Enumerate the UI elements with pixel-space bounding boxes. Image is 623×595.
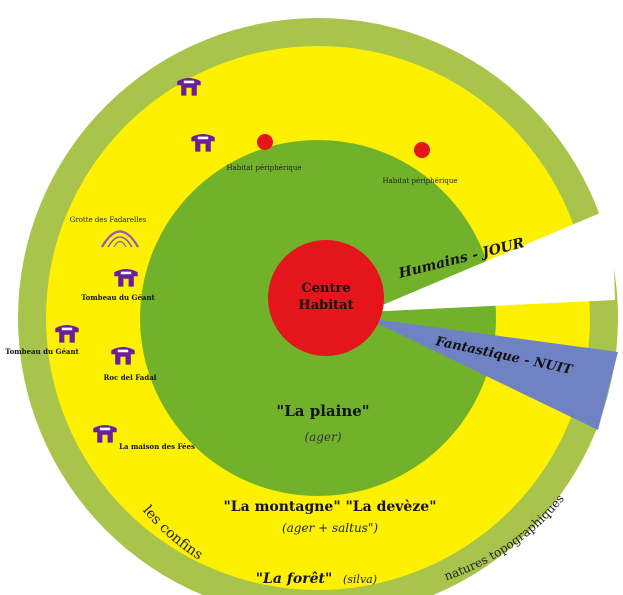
wedge-humains-jour: [366, 208, 615, 312]
peripheral-label-2: Habitat périphérique: [382, 177, 457, 185]
centre-label-line2: Habitat: [298, 298, 353, 313]
plaine-subtitle: (ager): [304, 430, 341, 444]
centre-label-line1: Centre: [301, 281, 350, 296]
peripheral-dot-2: [414, 142, 430, 158]
centre-habitat: [268, 240, 384, 356]
foret-title: "La forêt": [256, 571, 333, 587]
montagne-subtitle: (ager + saltus"): [282, 521, 378, 535]
wedge-fantastique-nuit: [366, 318, 618, 430]
peripheral-dot-1: [257, 134, 273, 150]
site-label-tombeau-2: Tombeau du Géant: [5, 347, 79, 356]
site-label-roc: Roc del Fadal: [104, 373, 157, 382]
montagne-title: "La montagne" "La devèze": [224, 499, 437, 515]
plaine-title: "La plaine": [276, 402, 369, 420]
peripheral-label-1: Habitat périphérique: [226, 164, 301, 172]
site-label-tombeau-1: Tombeau du Géant: [81, 293, 155, 302]
site-label-maison: La maison des Fées: [119, 442, 195, 451]
site-label-grotte: Grotte des Fadarelles: [70, 216, 147, 224]
foret-subtitle: (silva): [343, 573, 377, 586]
